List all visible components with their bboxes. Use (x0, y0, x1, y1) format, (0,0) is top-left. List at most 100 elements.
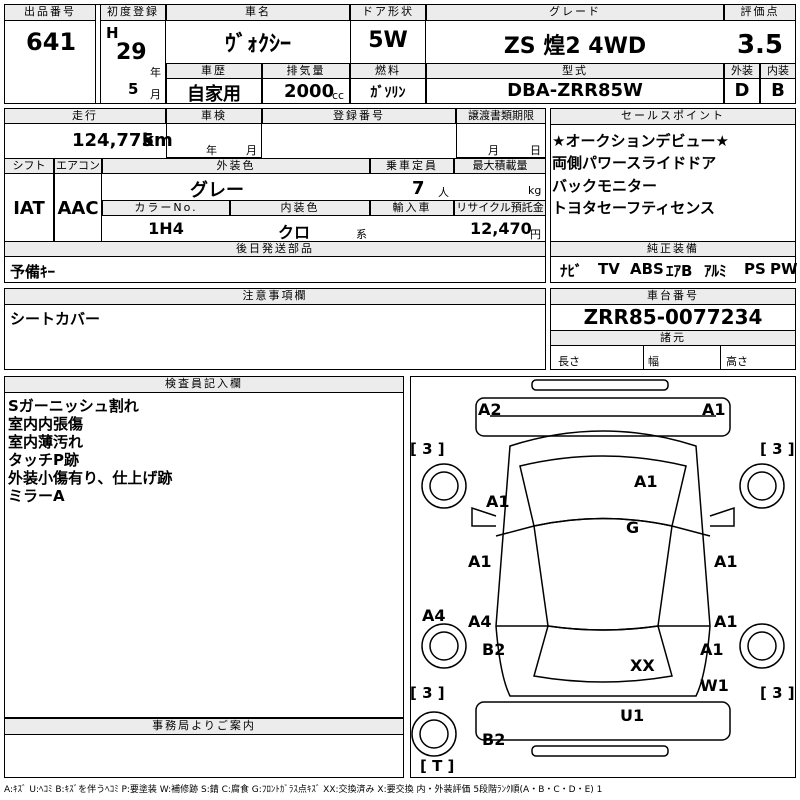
displacement-label: 排気量 (262, 63, 350, 79)
door-type: 5W (368, 28, 408, 53)
legend: A:ｷｽﾞ U:ﾍｺﾐ B:ｷｽﾞを伴うﾍｺﾐ P:要塗装 W:補修跡 S:錆 … (4, 785, 603, 795)
sales-points-label: セールスポイント (550, 108, 796, 125)
inspector-label: 検査員記入欄 (4, 376, 404, 393)
displacement-unit: cc (332, 89, 345, 102)
capacity-unit: 人 (438, 186, 449, 199)
interior-label: 内装 (760, 63, 796, 79)
tire-mark: [ T ] (420, 757, 455, 775)
sales-point-3: バックモニター (552, 177, 658, 195)
notes-label: 注意事項欄 (4, 288, 546, 305)
exterior-grade: D (734, 80, 750, 101)
damage-mark: A4 (422, 606, 446, 625)
damage-mark: A4 (468, 612, 492, 631)
capacity: 7 (412, 178, 425, 199)
inspector-line: 室内内張傷 (8, 415, 84, 433)
equipment-item: TV (598, 260, 620, 278)
grade: ZS 煌2 4WD (503, 34, 647, 59)
model-cell (426, 78, 724, 104)
later-parts-label: 後日発送部品 (4, 241, 546, 257)
ac: AAC (57, 198, 99, 219)
capacity-label: 乗車定員 (370, 158, 454, 174)
score: 3.5 (736, 30, 784, 60)
color-no-label: カラーNo. (102, 200, 230, 216)
fuel-label: 燃料 (350, 63, 426, 79)
damage-mark: A1 (486, 492, 510, 511)
inspection-month-unit: 月 (246, 144, 257, 157)
equipment-item: ABS (630, 260, 664, 278)
tire-mark: [ 3 ] (410, 684, 445, 702)
sales-point-4: トヨタセーフティセンス (552, 199, 715, 217)
displacement-cell (262, 78, 350, 104)
equipment-item: PS (744, 260, 766, 278)
int-color-label: 内装色 (230, 200, 370, 216)
exterior-cell (724, 78, 760, 104)
tire-mark: [ 3 ] (760, 684, 795, 702)
int-color-unit: 系 (356, 228, 367, 241)
inspector-line: 外装小傷有り、仕上げ跡 (8, 469, 173, 487)
damage-mark: A1 (700, 640, 724, 659)
first-reg-label: 初度登録 (100, 4, 166, 21)
year-unit: 年 (150, 66, 161, 79)
equipment-item: ﾅﾋﾞ (560, 262, 583, 280)
damage-mark: G (626, 518, 640, 537)
inspection-label: 車検 (166, 108, 262, 124)
displacement: 2000 (284, 81, 335, 102)
history: 自家用 (187, 84, 241, 105)
lot-cell (4, 20, 96, 104)
door-label: ドア形状 (350, 4, 426, 21)
car-diagram (411, 379, 785, 757)
damage-mark: XX (630, 656, 655, 675)
car-diagram-box (410, 376, 796, 778)
damage-mark: A1 (634, 472, 658, 491)
damage-mark: B2 (482, 640, 506, 659)
dims-label: 諸元 (550, 330, 796, 346)
history-label: 車歴 (166, 63, 262, 79)
notes-text: シートカバー (10, 310, 101, 328)
inspection-year-unit: 年 (206, 144, 217, 157)
height-label: 高さ (726, 355, 748, 368)
chassis-number: ZRR85-0077234 (583, 305, 763, 329)
month-unit: 月 (150, 88, 161, 101)
damage-mark: W1 (700, 676, 729, 695)
load-label: 最大積載量 (454, 158, 546, 174)
transfer-month-unit: 月 (488, 144, 499, 157)
reg-month: 5 (128, 80, 139, 98)
mileage: 124,775 (72, 130, 154, 151)
inspection-cell (166, 123, 262, 158)
mileage-label: 走行 (4, 108, 166, 124)
reg-no-label: 登録番号 (262, 108, 456, 124)
equipment-item: ｱﾙﾐ (704, 262, 727, 280)
dims-width-cell (643, 345, 721, 370)
fuel-cell (350, 78, 426, 104)
first-reg-cell (100, 20, 166, 104)
inspector-line: 室内薄汚れ (8, 433, 84, 451)
shift-label: シフト (4, 158, 54, 174)
recycle: 12,470 (470, 219, 532, 238)
office-label: 事務局よりご案内 (4, 718, 404, 735)
grade-label: グレード (426, 4, 724, 21)
inspector-line: タッチP跡 (8, 451, 79, 469)
transfer-label: 譲渡書類期限 (456, 108, 546, 124)
interior-cell (760, 78, 796, 104)
recycle-unit: 円 (530, 228, 541, 241)
shift: IAT (13, 198, 45, 219)
import-label: 輸入車 (370, 200, 454, 216)
inspector-line: Sガーニッシュ割れ (8, 397, 139, 415)
car-name: ｳﾞｫｸｼｰ (224, 32, 291, 57)
color-no: 1H4 (148, 219, 184, 238)
transfer-cell (456, 123, 546, 158)
width-label: 幅 (648, 355, 659, 368)
damage-mark: A1 (702, 400, 726, 419)
damage-mark: U1 (620, 706, 645, 725)
damage-mark: A1 (468, 552, 492, 571)
tire-mark: [ 3 ] (760, 440, 795, 458)
lot-label: 出品番号 (4, 4, 96, 21)
transfer-day-unit: 日 (530, 144, 541, 157)
sales-point-2: 両側パワースライドドア (552, 154, 717, 172)
damage-mark: A2 (478, 400, 502, 419)
model-label: 型式 (426, 63, 724, 79)
equipment-item: ｴｱB (666, 262, 693, 280)
interior-grade: B (771, 80, 785, 101)
lot-number: 641 (26, 28, 77, 56)
recycle-label: リサイクル預託金 (454, 200, 546, 216)
